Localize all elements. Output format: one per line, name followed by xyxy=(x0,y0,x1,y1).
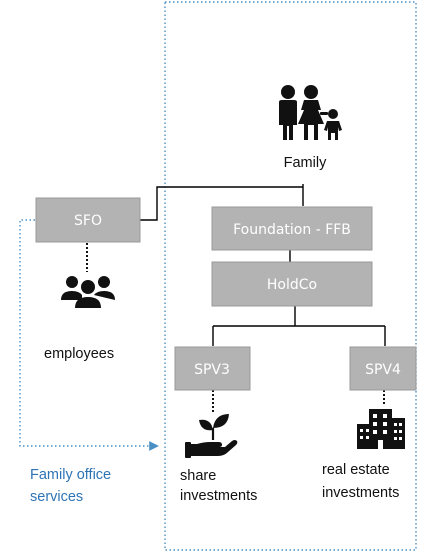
sfo-node[interactable]: SFO xyxy=(35,197,141,243)
share-investments-label-line2: investments xyxy=(180,488,257,504)
sfo-label: SFO xyxy=(74,213,102,229)
services-label-line2: services xyxy=(30,489,83,505)
share-investments-label-line1: share xyxy=(180,468,216,484)
holdco-label: HoldCo xyxy=(267,277,317,293)
foundation-box xyxy=(211,206,373,251)
real-estate-label-line2: investments xyxy=(322,485,399,501)
sfo-connector-line xyxy=(140,186,303,221)
family-office-frame xyxy=(164,1,417,551)
family-icon xyxy=(279,85,342,140)
services-arrow xyxy=(19,219,159,451)
spv3-box xyxy=(174,346,251,391)
holdco-node[interactable]: HoldCo xyxy=(211,261,373,307)
spv4-label: SPV4 xyxy=(365,362,401,378)
holdco-to-spv-line xyxy=(212,306,386,346)
connector-lines xyxy=(140,184,386,346)
spv3-node[interactable]: SPV3 xyxy=(174,346,251,391)
buildings-icon xyxy=(357,409,405,449)
foundation-label: Foundation - FFB xyxy=(233,222,351,238)
holdco-box xyxy=(211,261,373,307)
sfo-box xyxy=(35,197,141,243)
spv3-label: SPV3 xyxy=(194,362,230,378)
family-label: Family xyxy=(284,155,327,171)
real-estate-label-line1: real estate xyxy=(322,462,390,478)
employees-icon xyxy=(61,276,115,308)
spv4-node[interactable]: SPV4 xyxy=(349,346,417,391)
foundation-node[interactable]: Foundation - FFB xyxy=(211,206,373,251)
services-label-line1: Family office xyxy=(30,467,111,483)
spv4-box xyxy=(349,346,417,391)
plant-hand-icon xyxy=(185,414,238,458)
employees-label: employees xyxy=(44,346,114,362)
